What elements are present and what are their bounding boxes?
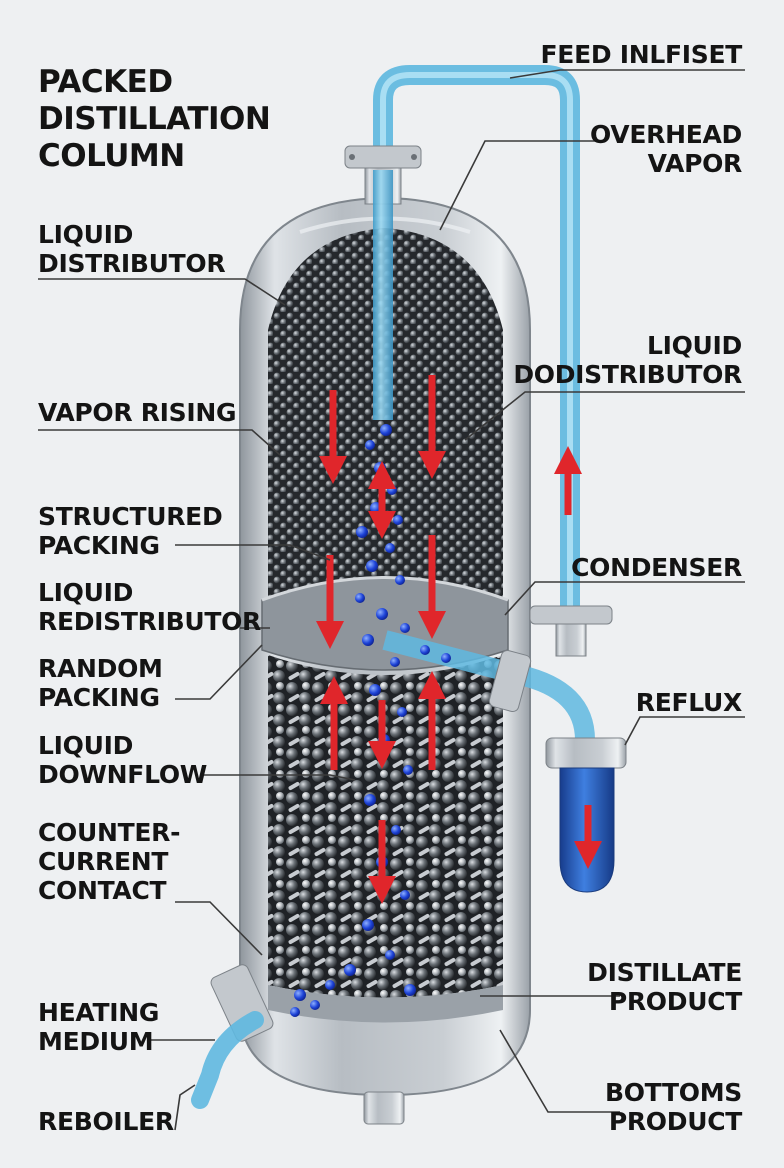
reflux-drum-cap <box>545 737 627 769</box>
label-countercurrent-contact: COUNTER- CURRENT CONTACT <box>38 818 181 905</box>
label-liquid-downflow: LIQUID DOWNFLOW <box>38 731 208 789</box>
diagram-title: PACKED DISTILLATION COLUMN <box>38 64 271 174</box>
liquid-droplets <box>290 424 451 1017</box>
label-heating-medium: HEATING MEDIUM <box>38 998 160 1056</box>
condenser-flange <box>529 605 613 625</box>
label-liquid-redistributor: LIQUID REDISTRIBUTOR <box>38 578 262 636</box>
label-bottoms-product: BOTTOMS PRODUCT <box>604 1078 742 1136</box>
inner-feed-pipe <box>373 170 393 420</box>
label-feed-inlet: FEED INLFISET <box>540 40 743 69</box>
label-random-packing: RANDOM PACKING <box>38 654 163 712</box>
label-condenser: CONDENSER <box>571 553 742 582</box>
label-overhead-vapor: OVERHEAD VAPOR <box>590 120 742 178</box>
top-flange <box>344 145 422 169</box>
label-liquid-distributor: LIQUID DISTRIBUTOR <box>38 220 226 278</box>
reboiler-pipe <box>191 1011 264 1109</box>
label-reboiler: REBOILER <box>38 1107 174 1136</box>
bottom-sump <box>268 985 503 1023</box>
bottom-outlet <box>363 1091 405 1125</box>
label-distillate-product: DISTILLATE PRODUCT <box>587 958 742 1016</box>
leader-lines <box>38 69 745 1131</box>
flow-arrows <box>316 375 602 904</box>
label-liquid-dodistributor: LIQUID DODISTRIBUTOR <box>513 331 742 389</box>
label-structured-packing: STRUCTURED PACKING <box>38 502 223 560</box>
label-vapor-rising: VAPOR RISING <box>38 398 237 427</box>
label-reflux: REFLUX <box>635 688 743 717</box>
side-flange <box>488 649 532 713</box>
